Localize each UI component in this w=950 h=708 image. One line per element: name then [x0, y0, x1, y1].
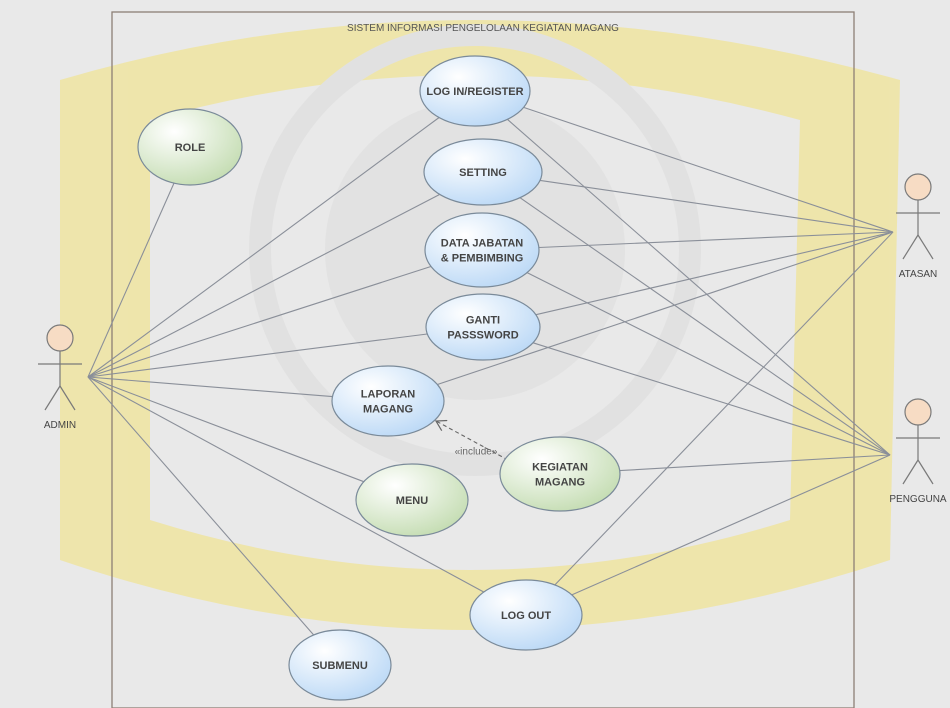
use-case-ellipse	[288, 629, 392, 701]
use-case-ellipse	[425, 293, 541, 361]
use-case-login[interactable]: LOG IN/REGISTER	[419, 55, 531, 127]
use-case-label: MENU	[396, 495, 428, 507]
use-case-label: SETTING	[459, 167, 507, 179]
actor-right-leg	[59, 385, 76, 411]
use-case-ellipse	[419, 55, 531, 127]
use-case-ellipse	[469, 579, 583, 651]
use-case-ellipse	[499, 436, 621, 512]
use-case-label: MAGANG	[363, 404, 413, 416]
association-admin-laporan	[87, 376, 333, 398]
use-case-label: & PEMBIMBING	[441, 253, 524, 265]
actor-label: PENGGUNA	[889, 494, 947, 505]
use-case-menu[interactable]: MENU	[355, 463, 469, 537]
association-lines	[87, 106, 894, 636]
association-atasan-laporan	[437, 231, 894, 386]
association-admin-login	[87, 117, 440, 378]
system-boundary	[111, 11, 855, 708]
actor-head	[904, 173, 932, 201]
actor-pengguna[interactable]: PENGGUNA	[889, 398, 947, 505]
actor-left-leg	[44, 385, 61, 411]
use-cases: ROLE LOG IN/REGISTER SETTING DATA JABATAN & …	[137, 55, 621, 701]
use-case-ellipse	[423, 138, 543, 206]
use-case-label: KEGIATAN	[532, 462, 588, 474]
actor-label: ATASAN	[899, 269, 938, 280]
actor-left-leg	[902, 459, 919, 485]
use-case-logout[interactable]: LOG OUT	[469, 579, 583, 651]
association-pengguna-setting	[519, 197, 891, 456]
use-case-label: DATA JABATAN	[441, 238, 524, 250]
association-atasan-setting	[540, 179, 894, 233]
use-case-ellipse	[331, 365, 445, 437]
actor-left-leg	[902, 234, 919, 260]
system-title: SISTEM INFORMASI PENGELOLAAN KEGIATAN MA…	[347, 23, 619, 34]
association-admin-jabatan	[87, 265, 432, 378]
use-case-label: PASSSWORD	[447, 330, 518, 342]
use-case-laporan[interactable]: LAPORAN MAGANG	[331, 365, 445, 437]
actors: ADMIN ATASAN PENGGUNA	[38, 173, 947, 505]
association-atasan-jabatan	[538, 231, 894, 249]
use-case-ellipse	[355, 463, 469, 537]
association-pengguna-jabatan	[526, 272, 891, 456]
use-case-label: GANTI	[466, 315, 500, 327]
association-admin-logout	[87, 376, 484, 593]
use-case-label: SUBMENU	[312, 660, 368, 672]
use-case-label: MAGANG	[535, 477, 585, 489]
association-admin-password	[87, 333, 428, 378]
actor-atasan[interactable]: ATASAN	[896, 173, 940, 280]
include-label: «include»	[455, 447, 498, 458]
use-case-setting[interactable]: SETTING	[423, 138, 543, 206]
use-case-ellipse	[424, 212, 540, 288]
use-case-submenu[interactable]: SUBMENU	[288, 629, 392, 701]
association-pengguna-password	[532, 342, 891, 456]
association-atasan-logout	[554, 231, 894, 586]
association-atasan-password	[535, 231, 894, 316]
actor-head	[904, 398, 932, 426]
actor-right-leg	[917, 234, 934, 260]
include-relations: «include»	[436, 421, 509, 461]
use-case-role[interactable]: ROLE	[137, 108, 243, 186]
association-pengguna-logout	[571, 454, 891, 596]
association-admin-submenu	[87, 376, 315, 636]
use-case-password[interactable]: GANTI PASSSWORD	[425, 293, 541, 361]
association-admin-role	[87, 182, 175, 378]
use-case-kegiatan[interactable]: KEGIATAN MAGANG	[499, 436, 621, 512]
use-case-label: LOG OUT	[501, 610, 551, 622]
actor-label: ADMIN	[44, 420, 76, 431]
actor-admin[interactable]: ADMIN	[38, 324, 82, 431]
association-admin-setting	[87, 193, 441, 378]
use-case-label: ROLE	[175, 142, 206, 154]
association-pengguna-kegiatan	[619, 454, 891, 472]
actor-head	[46, 324, 74, 352]
association-admin-menu	[87, 376, 364, 483]
use-case-jabatan[interactable]: DATA JABATAN & PEMBIMBING	[424, 212, 540, 288]
association-atasan-login	[523, 106, 894, 233]
association-pengguna-login	[506, 118, 891, 456]
use-case-label: LAPORAN	[361, 389, 415, 401]
actor-right-leg	[917, 459, 934, 485]
use-case-label: LOG IN/REGISTER	[426, 86, 523, 98]
use-case-ellipse	[137, 108, 243, 186]
